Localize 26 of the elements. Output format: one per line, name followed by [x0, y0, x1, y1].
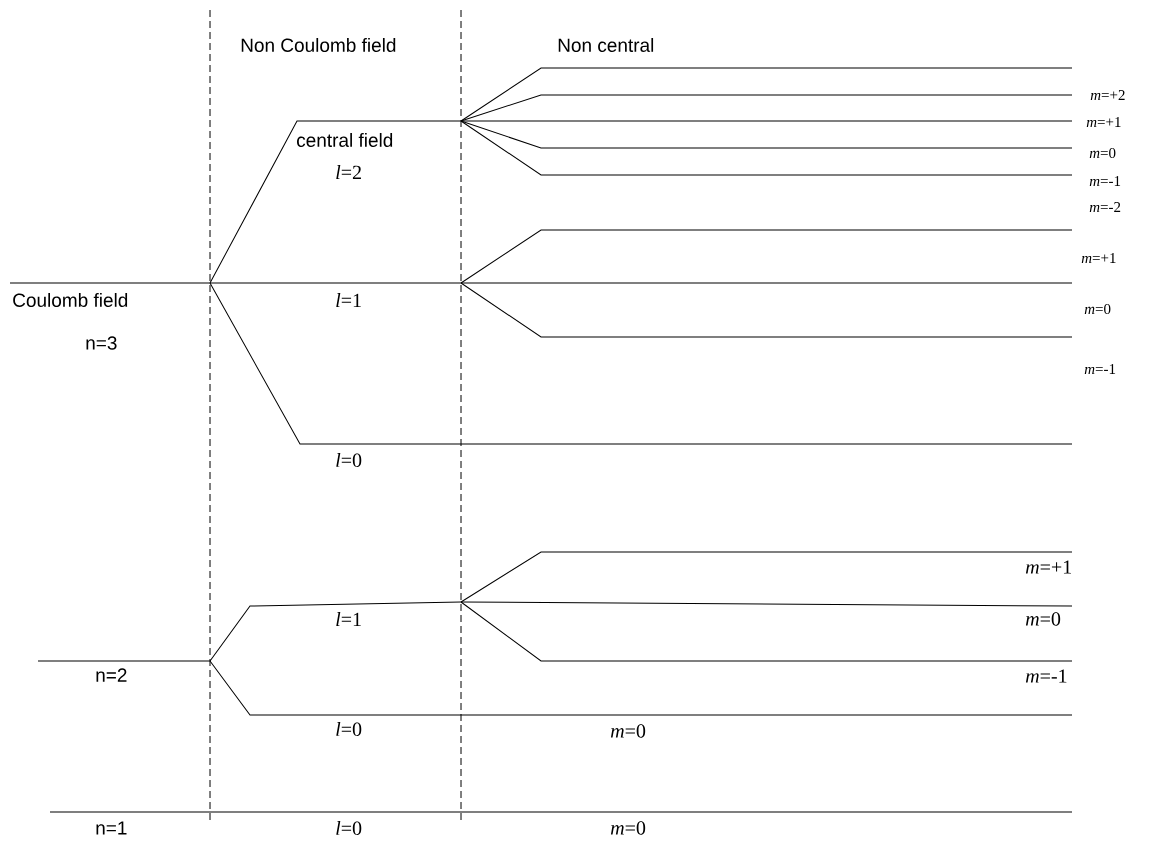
level-label: l=1: [336, 612, 361, 626]
level-label: l=2: [336, 165, 361, 179]
level-label: n=2: [96, 668, 127, 682]
level-label: n=1: [96, 821, 127, 835]
level-label: m=+1: [1086, 117, 1121, 127]
level-label: l=0: [336, 452, 362, 468]
field-heading: Non Coulomb field: [241, 38, 396, 52]
level-label: m=+1: [1025, 560, 1071, 574]
field-heading: central field: [297, 133, 393, 147]
level-label: m=0: [1084, 303, 1111, 315]
level-label: m=0: [1089, 147, 1116, 159]
level-label: m=-2: [1089, 202, 1121, 212]
level-label: l=0: [336, 721, 362, 736]
level-label: m=+2: [1090, 90, 1125, 100]
level-label: m=+1: [1081, 253, 1116, 263]
level-label: m=-1: [1089, 176, 1121, 186]
level-label: m=-1: [1025, 669, 1067, 683]
level-label: m=0: [1025, 612, 1061, 626]
field-heading: Non central: [558, 38, 654, 52]
field-heading: Coulomb field: [13, 293, 128, 307]
level-label: m=-1: [1084, 364, 1116, 374]
level-label: l=1: [336, 293, 361, 307]
level-label: l=0: [336, 820, 362, 836]
level-label: n=3: [86, 336, 117, 350]
level-label: m=0: [610, 724, 646, 738]
level-label: m=0: [610, 821, 646, 835]
